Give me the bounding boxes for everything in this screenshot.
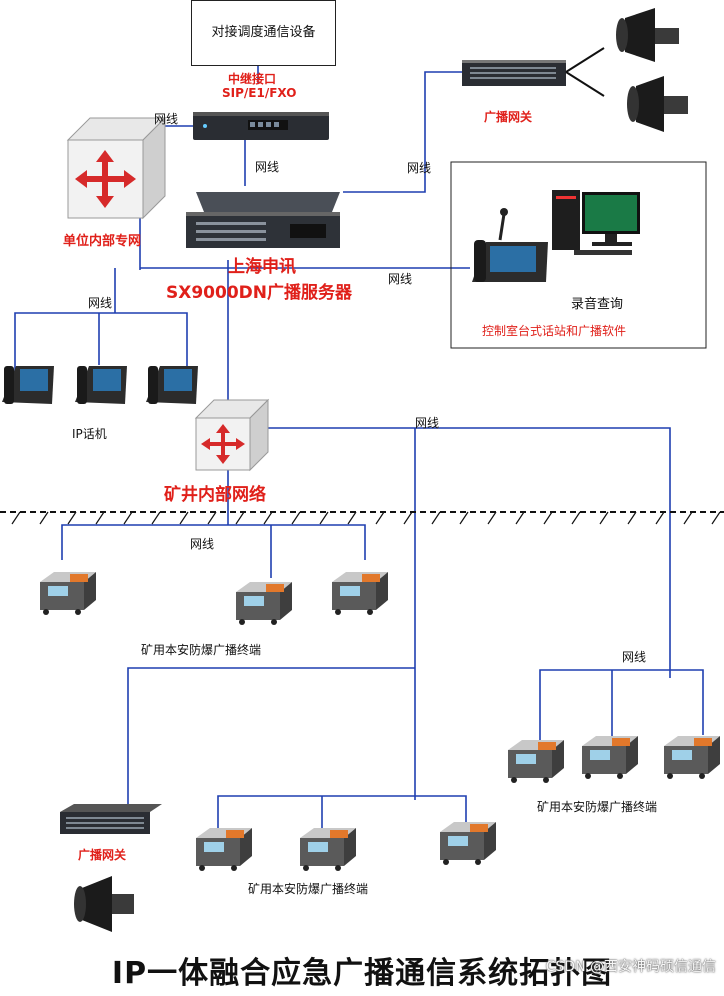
horn-speaker-icon <box>627 76 688 132</box>
wire-label: 网线 <box>622 650 647 664</box>
unit-switch-icon <box>66 116 167 220</box>
trunk-label-2: SIP/E1/FXO <box>222 86 297 100</box>
server-label-2: SX9000DN广播服务器 <box>166 283 353 303</box>
dispatch-device-label: 对接调度通信设备 <box>211 25 316 40</box>
wire-label: 网线 <box>415 416 440 430</box>
desk-phone-icon <box>472 208 548 282</box>
mine-switch-icon <box>194 398 270 472</box>
explosion-proof-terminal-icon <box>440 822 496 865</box>
dispatch-device-box: 对接调度通信设备 <box>191 0 336 66</box>
gateway-top-icon <box>462 47 605 97</box>
wire-label: 网线 <box>407 161 432 175</box>
explosion-proof-terminal-icon <box>582 736 638 779</box>
gateway-top-label: 广播网关 <box>484 110 533 124</box>
ip-phone-icon <box>75 366 127 404</box>
console-desc-label: 控制室台式话站和广播软件 <box>482 324 627 338</box>
mine-network-label: 矿井内部网络 <box>164 485 266 505</box>
ip-phone-icon <box>2 366 54 404</box>
recording-query-label: 录音查询 <box>571 297 624 312</box>
terminal-label: 矿用本安防爆广播终端 <box>537 800 658 814</box>
explosion-proof-terminal-icon <box>40 572 96 615</box>
gateway-bottom-label: 广播网关 <box>78 848 127 862</box>
terminal-label: 矿用本安防爆广播终端 <box>141 643 262 657</box>
wire-label: 网线 <box>88 296 113 310</box>
explosion-proof-terminal-icon <box>332 572 388 615</box>
trunk-device-icon <box>193 112 329 140</box>
explosion-proof-terminal-icon <box>300 828 356 871</box>
wire-label: 网线 <box>255 160 280 174</box>
horn-speaker-icon <box>616 8 679 62</box>
ip-phone-label: IP话机 <box>72 427 107 441</box>
console-frame <box>450 161 707 349</box>
gateway-bottom-icon <box>60 804 162 834</box>
explosion-proof-terminal-icon <box>508 740 564 783</box>
explosion-proof-terminal-icon <box>664 736 720 779</box>
computer-icon <box>552 190 640 255</box>
trunk-label-1: 中继接口 <box>228 72 277 86</box>
wire-label: 网线 <box>190 537 215 551</box>
explosion-proof-terminal-icon <box>196 828 252 871</box>
broadcast-server-icon <box>186 192 340 248</box>
ground-line <box>0 511 724 525</box>
page-title: IP一体融合应急广播通信系统拓扑图 <box>111 956 613 991</box>
unit-network-label: 单位内部专网 <box>63 234 142 249</box>
horn-speaker-icon <box>74 876 134 932</box>
wire-label: 网线 <box>388 272 413 286</box>
explosion-proof-terminal-icon <box>236 582 292 625</box>
terminal-label: 矿用本安防爆广播终端 <box>248 882 369 896</box>
wire-label: 网线 <box>154 112 179 126</box>
server-label-1: 上海申讯 <box>228 257 296 277</box>
network-lines <box>14 66 704 830</box>
watermark: CSDN @西安神码硕信通信 <box>545 959 716 975</box>
ip-phone-icon <box>146 366 198 404</box>
